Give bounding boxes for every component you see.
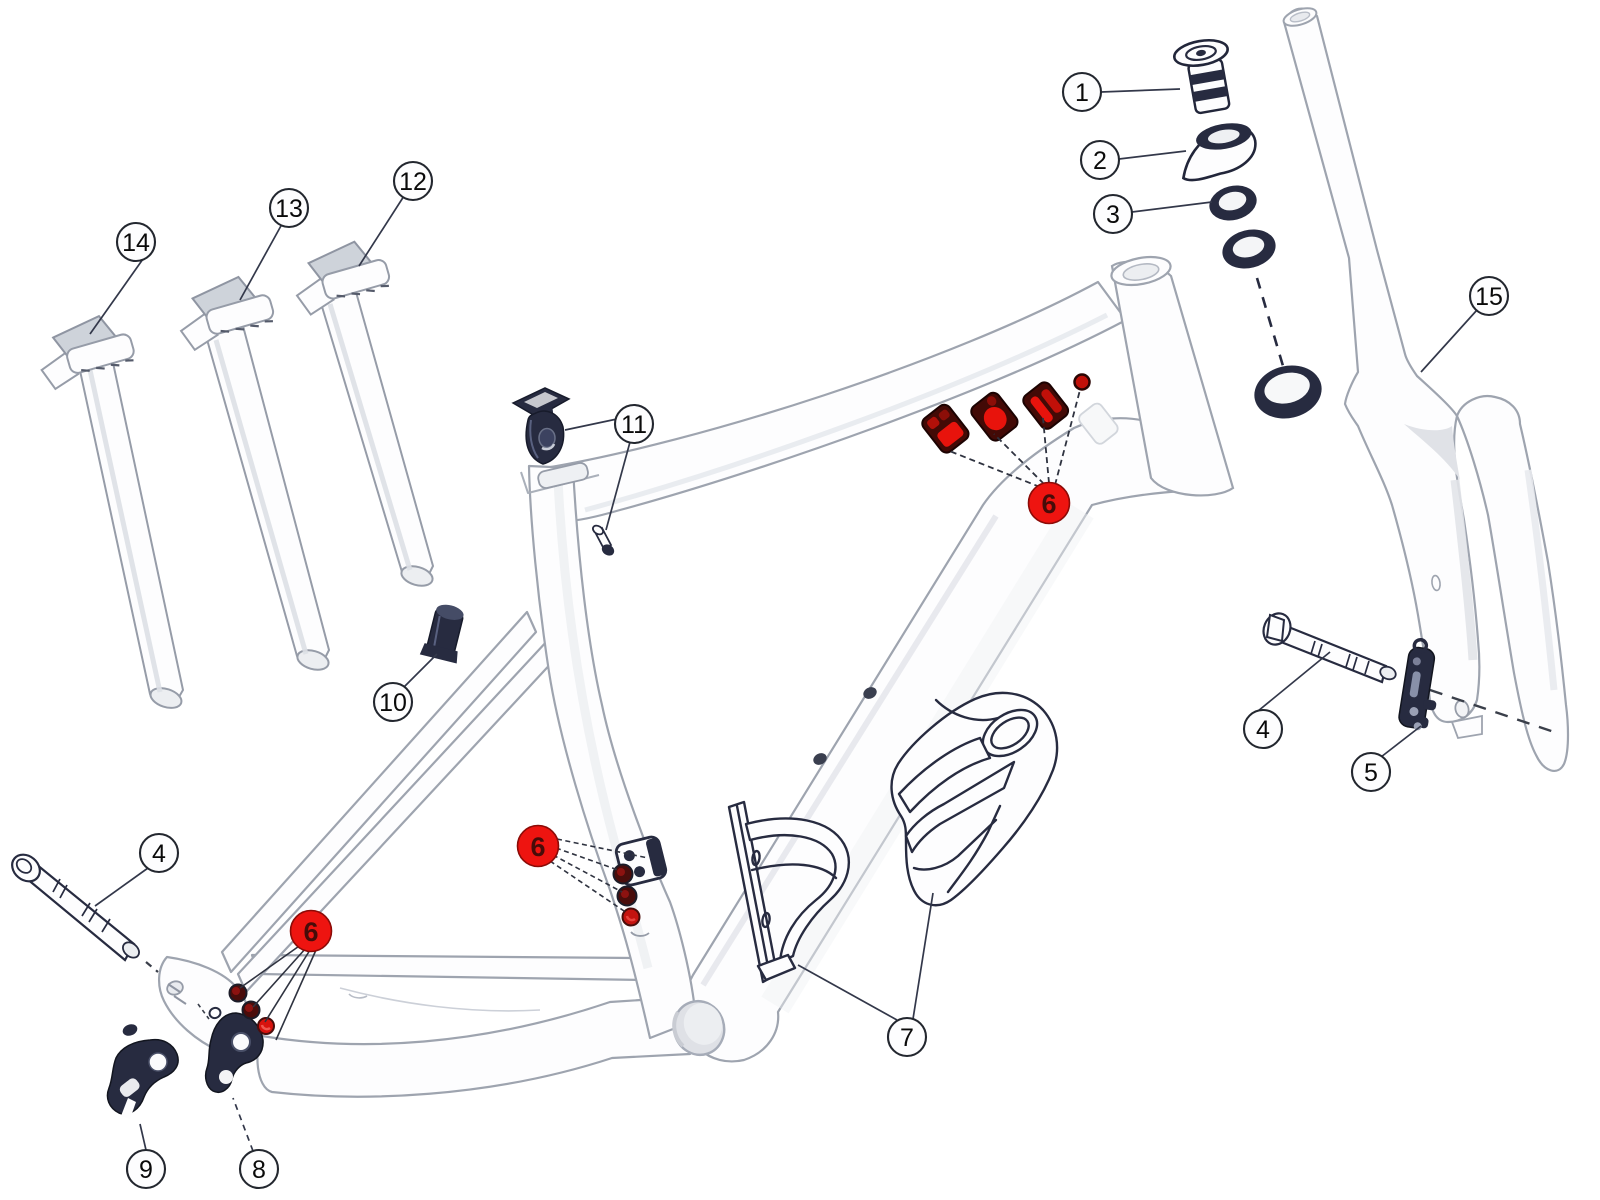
svg-text:12: 12 <box>399 168 427 196</box>
svg-text:15: 15 <box>1475 283 1503 311</box>
svg-text:1: 1 <box>1075 79 1089 107</box>
svg-text:10: 10 <box>379 689 407 717</box>
svg-text:9: 9 <box>139 1156 153 1184</box>
svg-text:6: 6 <box>1041 489 1056 519</box>
svg-text:8: 8 <box>252 1156 266 1184</box>
svg-text:5: 5 <box>1364 759 1378 787</box>
svg-text:2: 2 <box>1093 147 1107 175</box>
svg-text:14: 14 <box>122 229 150 257</box>
svg-text:7: 7 <box>900 1024 914 1052</box>
svg-text:13: 13 <box>275 195 303 223</box>
svg-text:3: 3 <box>1106 201 1120 229</box>
svg-text:4: 4 <box>152 840 166 868</box>
svg-text:4: 4 <box>1256 716 1270 744</box>
svg-text:11: 11 <box>621 411 647 439</box>
svg-text:6: 6 <box>303 917 318 947</box>
svg-text:6: 6 <box>530 832 545 862</box>
